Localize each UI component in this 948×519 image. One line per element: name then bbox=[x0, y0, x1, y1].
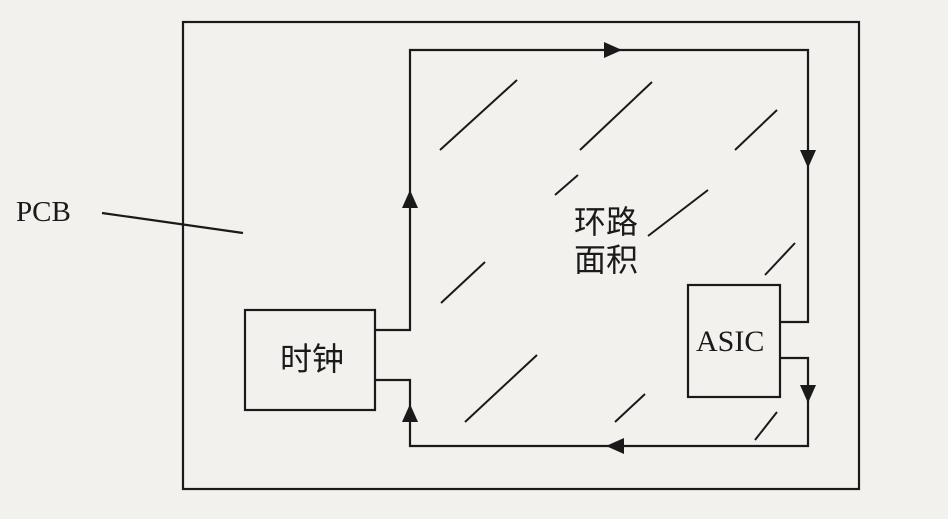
hatch-line bbox=[440, 261, 486, 304]
hatch-line bbox=[734, 109, 778, 151]
pcb-label: PCB bbox=[16, 196, 71, 228]
arrow-down-right bbox=[800, 150, 816, 168]
asic-label: ASIC bbox=[696, 325, 765, 358]
signal-path-outgoing bbox=[375, 48, 810, 332]
arrow-right-top bbox=[604, 42, 622, 58]
loop-area-label-line2: 面积 bbox=[574, 242, 639, 278]
loop-area-label-line1: 环路 bbox=[574, 204, 639, 240]
arrow-up-left bbox=[402, 190, 418, 208]
arrow-down-asic bbox=[800, 385, 816, 403]
hatch-line bbox=[614, 393, 646, 423]
clock-block bbox=[243, 308, 377, 412]
hatch-line bbox=[764, 242, 796, 276]
hatch-line bbox=[464, 354, 538, 423]
asic-block bbox=[686, 283, 782, 399]
hatch-line bbox=[439, 79, 518, 151]
clock-label: 时钟 bbox=[280, 341, 345, 377]
hatch-line bbox=[754, 411, 778, 441]
loop-area-hatching bbox=[439, 79, 796, 441]
hatch-line bbox=[647, 189, 709, 237]
hatch-line bbox=[579, 81, 653, 151]
signal-path-return bbox=[375, 356, 810, 448]
pcb-leader-line bbox=[101, 211, 244, 235]
arrow-left-bottom bbox=[606, 438, 624, 454]
arrow-up-return bbox=[402, 404, 418, 422]
pcb-board bbox=[181, 20, 861, 491]
hatch-line bbox=[554, 174, 579, 196]
